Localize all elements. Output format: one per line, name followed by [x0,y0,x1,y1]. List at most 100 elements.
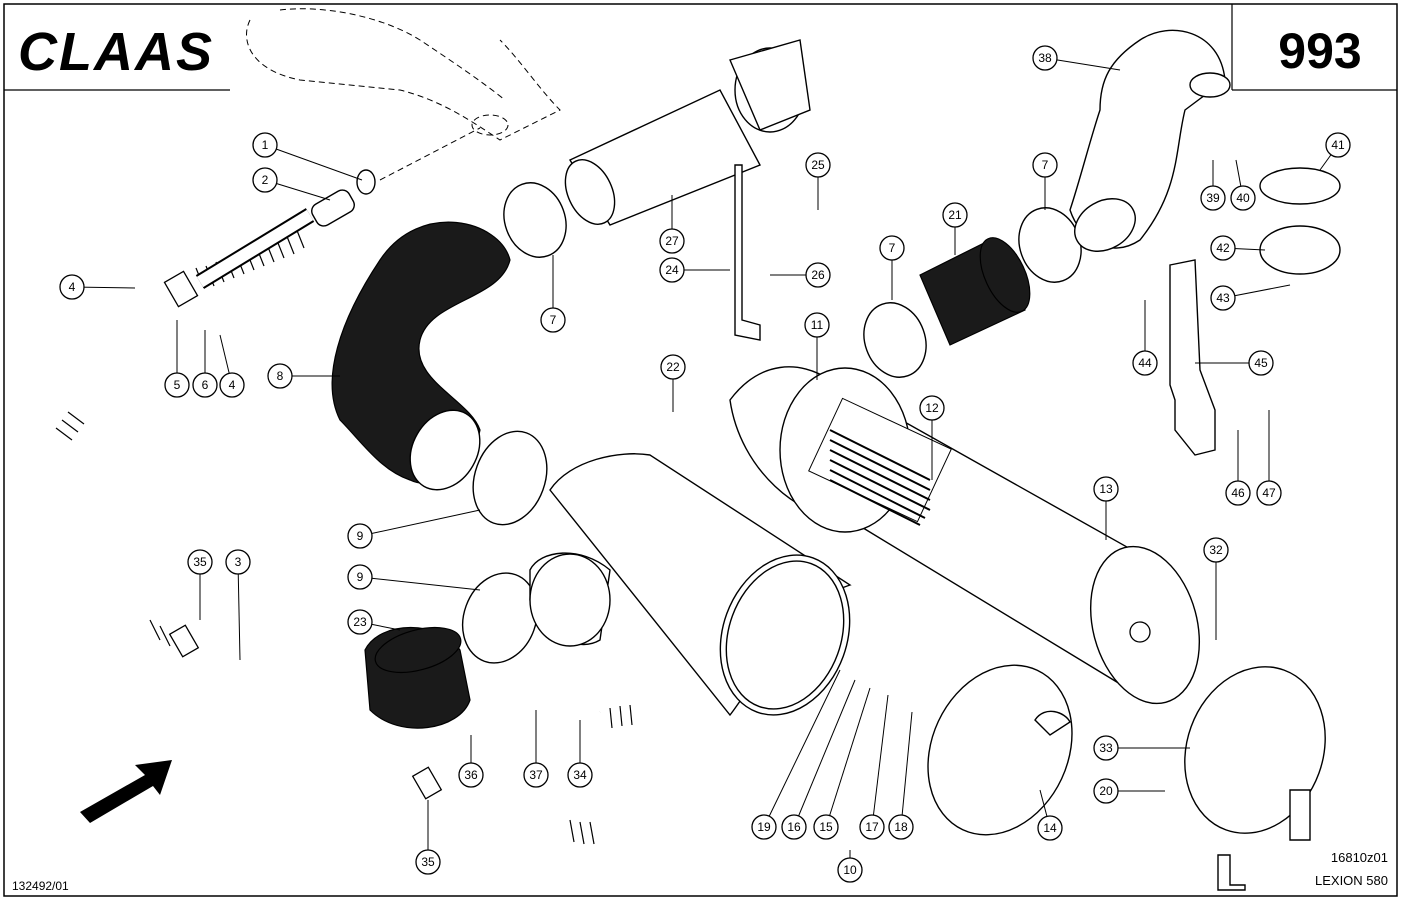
callout-circle [187,549,213,575]
filter-cover-14 [927,664,1073,836]
callout-4[interactable]: 4 [219,372,245,398]
callout-number: 21 [948,208,962,222]
intake-pipe-27 [564,39,811,226]
leader-line-38 [1044,57,1121,71]
callout-39[interactable]: 39 [1200,185,1226,211]
callout-7[interactable]: 7 [879,235,905,261]
callout-number: 45 [1254,356,1268,370]
callout-24[interactable]: 24 [659,257,685,283]
callout-17[interactable]: 17 [859,814,885,840]
callout-number: 15 [819,820,833,834]
callout-18[interactable]: 18 [888,814,914,840]
callout-number: 16 [787,820,801,834]
callout-40[interactable]: 40 [1230,185,1256,211]
callout-47[interactable]: 47 [1256,480,1282,506]
callout-11[interactable]: 11 [804,312,830,338]
callout-19[interactable]: 19 [751,814,777,840]
callout-circle [1210,285,1236,311]
leader-line-18 [900,711,913,828]
callout-9[interactable]: 9 [347,564,373,590]
callout-45[interactable]: 45 [1248,350,1274,376]
leader-line-16 [793,679,856,828]
callout-number: 44 [1138,356,1152,370]
callout-22[interactable]: 22 [660,354,686,380]
callout-33[interactable]: 33 [1093,735,1119,761]
callout-14[interactable]: 14 [1037,815,1063,841]
callout-35[interactable]: 35 [415,849,441,875]
strap-33 [1184,666,1326,891]
callout-34[interactable]: 34 [567,762,593,788]
callout-46[interactable]: 46 [1225,480,1251,506]
callout-7[interactable]: 7 [540,307,566,333]
callout-4[interactable]: 4 [59,274,85,300]
callout-circle [837,857,863,883]
callout-23[interactable]: 23 [347,609,373,635]
brand-logo: CLAAS [18,22,214,82]
callout-6[interactable]: 6 [192,372,218,398]
callout-circle [458,762,484,788]
callout-16[interactable]: 16 [781,814,807,840]
callout-number: 8 [277,369,284,383]
callout-number: 26 [811,268,825,282]
callout-38[interactable]: 38 [1032,45,1058,71]
callout-circle [523,762,549,788]
callout-44[interactable]: 44 [1132,350,1158,376]
callout-number: 23 [353,615,367,629]
callout-9[interactable]: 9 [347,523,373,549]
callout-8[interactable]: 8 [267,363,293,389]
callout-5[interactable]: 5 [164,372,190,398]
callout-43[interactable]: 43 [1210,285,1236,311]
drawing-code: 16810z01 [1331,850,1388,865]
callout-circle [1225,480,1251,506]
callout-number: 38 [1038,51,1052,65]
callout-number: 32 [1209,543,1223,557]
callout-27[interactable]: 27 [659,228,685,254]
callout-number: 24 [665,263,679,277]
leader-line-19 [763,669,841,828]
callout-number: 9 [357,570,364,584]
callout-21[interactable]: 21 [942,202,968,228]
callout-42[interactable]: 42 [1210,235,1236,261]
callout-circle [192,372,218,398]
callout-number: 2 [262,173,269,187]
callout-circle [1203,537,1229,563]
intake-elbow-38 [1069,29,1231,252]
callout-circle [942,202,968,228]
callout-12[interactable]: 12 [919,395,945,421]
callout-circle [252,132,278,158]
callout-10[interactable]: 10 [837,857,863,883]
callout-3[interactable]: 3 [225,549,251,575]
callout-25[interactable]: 25 [805,152,831,178]
clamp-ring-42 [1259,225,1341,275]
callout-26[interactable]: 26 [805,262,831,288]
leader-line-9 [359,509,481,537]
callout-number: 22 [666,360,680,374]
callout-number: 39 [1206,191,1220,205]
callout-37[interactable]: 37 [523,762,549,788]
callout-number: 7 [550,313,557,327]
prefilter-tube-assembly [21,208,691,845]
callout-35[interactable]: 35 [187,549,213,575]
callout-number: 7 [1042,158,1049,172]
callout-20[interactable]: 20 [1093,778,1119,804]
callout-number: 20 [1099,784,1113,798]
callout-number: 34 [573,768,587,782]
filter-elements [729,366,1201,705]
callout-7[interactable]: 7 [1032,152,1058,178]
callout-number: 10 [843,863,857,877]
callout-circle [415,849,441,875]
callout-circle [1032,152,1058,178]
air-filter-housing [529,453,852,717]
callout-32[interactable]: 32 [1203,537,1229,563]
callout-15[interactable]: 15 [813,814,839,840]
callout-13[interactable]: 13 [1093,476,1119,502]
seal-ring-41 [1259,167,1341,205]
callout-circle [567,762,593,788]
callout-41[interactable]: 41 [1325,132,1351,158]
callout-2[interactable]: 2 [252,167,278,193]
callout-36[interactable]: 36 [458,762,484,788]
callout-circle [659,257,685,283]
callout-1[interactable]: 1 [252,132,278,158]
callout-number: 25 [811,158,825,172]
